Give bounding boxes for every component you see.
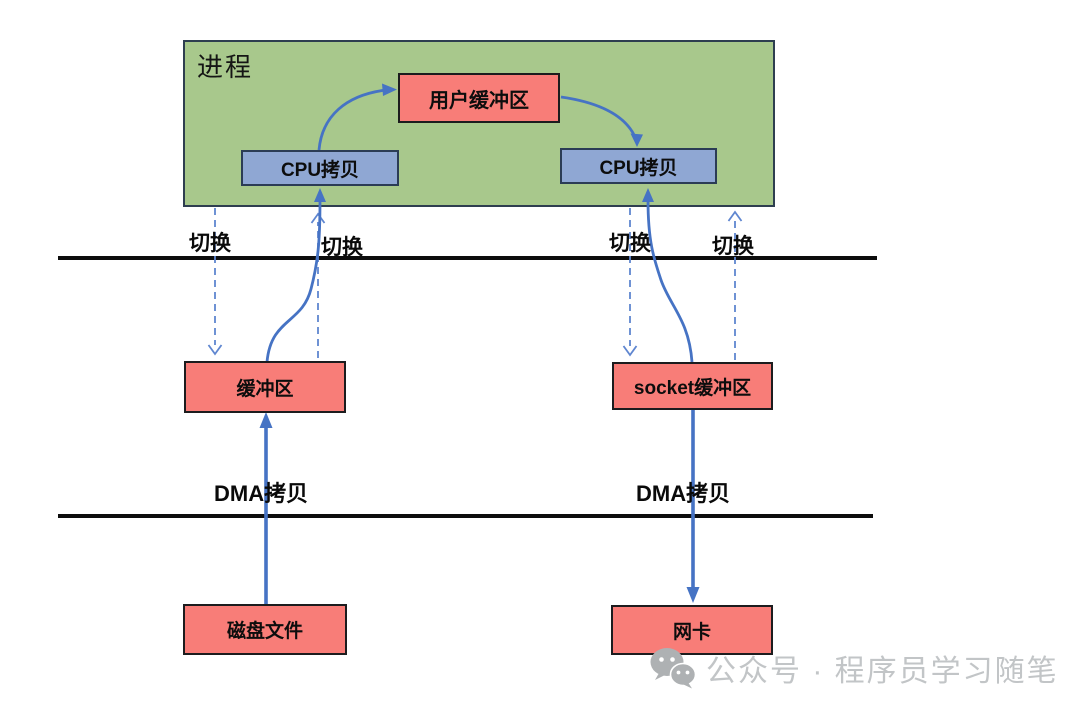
dma-copy-label-right: DMA拷贝: [636, 481, 731, 506]
process-label: 进程: [197, 52, 254, 82]
user-buffer-label: 用户缓冲区: [429, 89, 529, 112]
cpu-copy-left-label: CPU拷贝: [280, 159, 360, 181]
disk-file-label: 磁盘文件: [226, 621, 303, 642]
watermark-text: 公众号 · 程序员学习随笔: [706, 655, 1059, 688]
kernel-buffer-label: 缓冲区: [236, 378, 294, 400]
disk-file-box: 磁盘文件: [183, 604, 347, 655]
dma-copy-label-left: DMA拷贝: [214, 481, 309, 506]
cpu-copy-right-label: CPU拷贝: [599, 157, 678, 179]
switch-label-left-2: 切换: [321, 236, 363, 259]
switch-label-right-2: 切换: [712, 235, 754, 258]
switch-label-right-1: 切换: [609, 232, 651, 255]
arrow-dma-disk-to-buffer: [259, 412, 273, 604]
nic-box: 网卡: [611, 605, 773, 655]
socket-buffer-box: socket缓冲区: [612, 362, 773, 410]
watermark: 公众号 · 程序员学习随笔: [650, 646, 1059, 690]
user-buffer-box: 用户缓冲区: [398, 73, 560, 123]
switch-label-left-1: 切换: [189, 232, 231, 255]
arrow-socket-buffer-to-cpu-copy: [642, 188, 694, 363]
wechat-icon: [650, 648, 696, 689]
cpu-copy-right-box: CPU拷贝: [560, 148, 717, 184]
cpu-copy-left-box: CPU拷贝: [241, 150, 399, 186]
arrow-kernel-buffer-to-cpu-copy: [265, 188, 326, 363]
kernel-buffer-box: 缓冲区: [184, 361, 346, 413]
nic-label: 网卡: [672, 621, 711, 643]
socket-buffer-label: socket缓冲区: [633, 377, 752, 399]
